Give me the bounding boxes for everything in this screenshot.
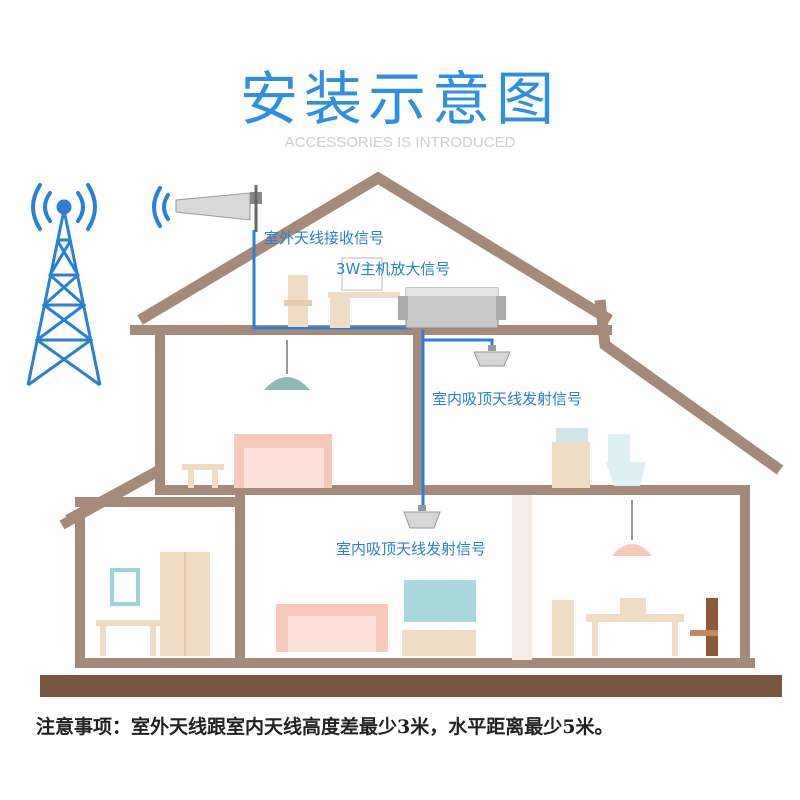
ground-bar bbox=[40, 675, 782, 697]
yagi-antenna-icon bbox=[175, 185, 262, 232]
installation-note: 注意事项：室外天线跟室内天线高度差最少3米，水平距离最少5米。 bbox=[36, 716, 614, 738]
cell-tower-icon bbox=[26, 199, 102, 387]
second-floor-furniture bbox=[182, 340, 646, 488]
attic-furniture bbox=[284, 257, 400, 328]
ground-floor-furniture bbox=[96, 500, 718, 656]
amplifier-icon bbox=[398, 287, 506, 329]
page-subtitle: ACCESSORIES IS INTRODUCED bbox=[284, 134, 516, 151]
signal-waves-icon bbox=[31, 183, 97, 231]
page-title: 安装示意图 bbox=[239, 65, 560, 133]
ceiling-antenna-icon bbox=[403, 505, 441, 529]
signal-waves-icon bbox=[152, 186, 170, 228]
ceiling-antenna-icon bbox=[473, 345, 511, 367]
label-outdoor-antenna: 室外天线接收信号 bbox=[264, 229, 385, 247]
label-indoor-antenna-upper: 室内吸顶天线发射信号 bbox=[432, 390, 583, 408]
label-host-amplifier: 3W主机放大信号 bbox=[336, 260, 451, 278]
label-indoor-antenna-lower: 室内吸顶天线发射信号 bbox=[336, 540, 487, 558]
